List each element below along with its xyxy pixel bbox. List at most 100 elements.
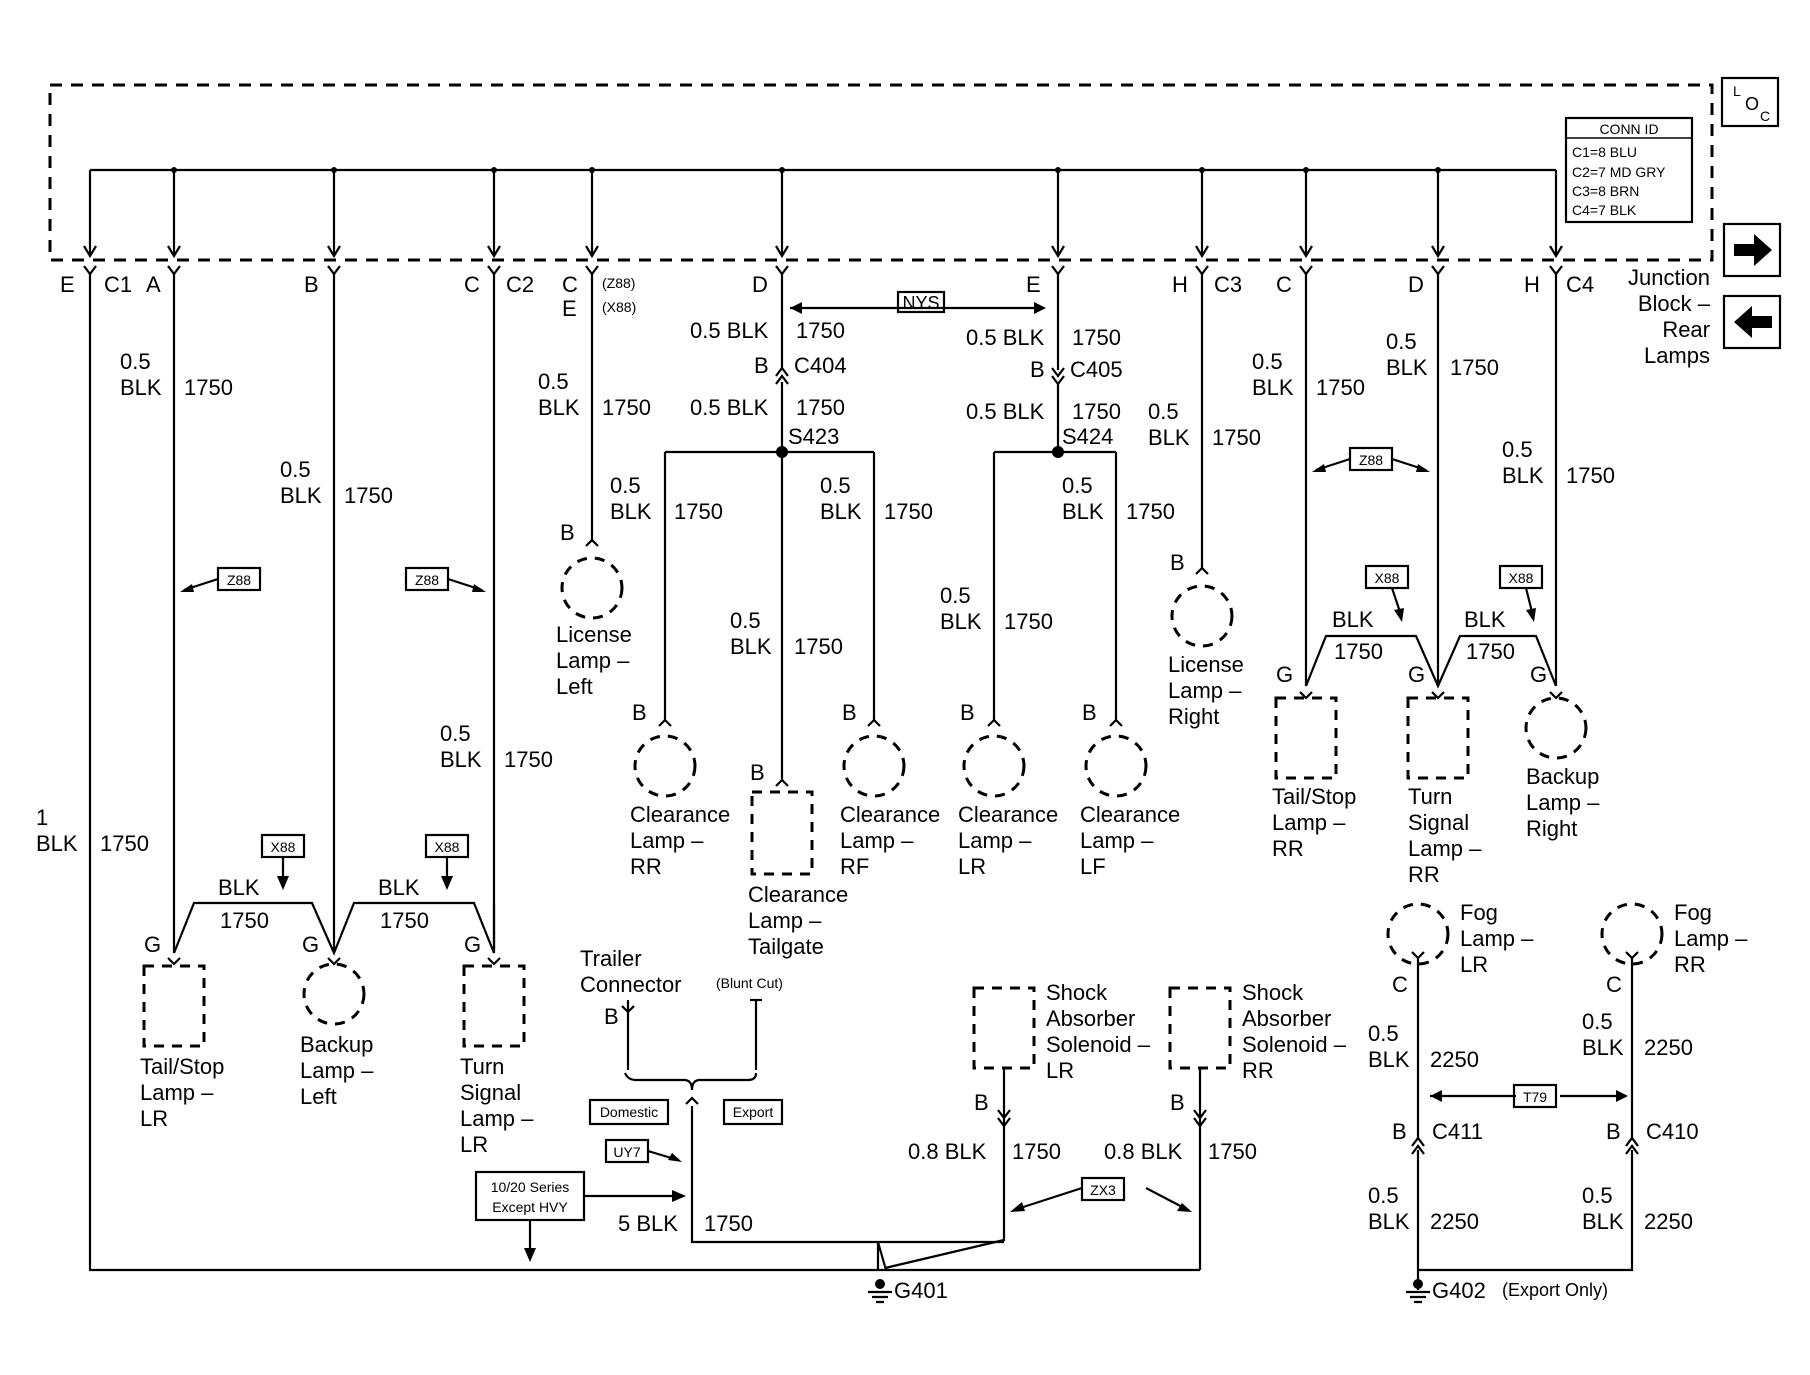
svg-text:ZX3: ZX3 bbox=[1090, 1182, 1116, 1198]
svg-text:RF: RF bbox=[840, 854, 869, 879]
svg-text:H: H bbox=[1172, 272, 1188, 297]
svg-text:Lamp –: Lamp – bbox=[1460, 926, 1534, 951]
svg-text:NYS: NYS bbox=[902, 293, 939, 313]
inline-connectors bbox=[685, 366, 1639, 1155]
svg-text:Solenoid –: Solenoid – bbox=[1242, 1032, 1347, 1057]
svg-text:BLK: BLK bbox=[1252, 375, 1294, 400]
svg-text:D: D bbox=[752, 272, 768, 297]
license-lamp-right: B License Lamp – Right bbox=[1168, 550, 1244, 729]
svg-text:License: License bbox=[556, 622, 632, 647]
svg-text:B: B bbox=[1082, 700, 1097, 725]
svg-text:B: B bbox=[842, 700, 857, 725]
conn-id-c1: C1=8 BLU bbox=[1572, 144, 1637, 160]
backup-lamp-right: G Backup Lamp – Right bbox=[1524, 662, 1600, 841]
next-page-button[interactable] bbox=[1722, 222, 1782, 278]
internal-bus bbox=[83, 167, 1563, 259]
splice-s424 bbox=[1052, 446, 1064, 458]
svg-text:BLK: BLK bbox=[378, 875, 420, 900]
arrow-left-icon bbox=[1734, 306, 1772, 338]
svg-text:1750: 1750 bbox=[1450, 355, 1499, 380]
svg-text:Lamp –: Lamp – bbox=[630, 828, 704, 853]
svg-text:C: C bbox=[464, 272, 480, 297]
svg-text:1750: 1750 bbox=[1072, 399, 1121, 424]
svg-text:LR: LR bbox=[460, 1132, 488, 1157]
svg-text:Lamp –: Lamp – bbox=[556, 648, 630, 673]
svg-text:1750: 1750 bbox=[1208, 1139, 1257, 1164]
svg-text:C4: C4 bbox=[1566, 272, 1594, 297]
svg-text:Right: Right bbox=[1526, 816, 1577, 841]
loc-o: O bbox=[1745, 94, 1759, 114]
svg-text:BLK: BLK bbox=[1386, 355, 1428, 380]
svg-text:1: 1 bbox=[36, 805, 48, 830]
svg-text:H: H bbox=[1524, 272, 1540, 297]
svg-text:B: B bbox=[974, 1090, 989, 1115]
svg-text:Tailgate: Tailgate bbox=[748, 934, 824, 959]
ground-g402: G402 (Export Only) bbox=[1406, 1278, 1608, 1304]
shock-absorber-solenoid-lr: Shock Absorber Solenoid – LR B bbox=[972, 980, 1151, 1115]
turn-signal-lamp-lr: G Turn Signal Lamp – LR bbox=[460, 932, 534, 1157]
svg-text:0.8 BLK: 0.8 BLK bbox=[908, 1139, 987, 1164]
svg-text:BLK: BLK bbox=[218, 875, 260, 900]
svg-text:C411: C411 bbox=[1432, 1119, 1483, 1144]
clearance-lamp-rr: B Clearance Lamp – RR bbox=[630, 700, 730, 879]
svg-text:A: A bbox=[146, 272, 161, 297]
svg-text:0.5 BLK: 0.5 BLK bbox=[966, 399, 1045, 424]
svg-text:B: B bbox=[304, 272, 319, 297]
svg-text:1750: 1750 bbox=[344, 483, 393, 508]
svg-text:Lamp –: Lamp – bbox=[140, 1080, 214, 1105]
svg-text:Signal: Signal bbox=[1408, 810, 1469, 835]
svg-text:B: B bbox=[960, 700, 975, 725]
svg-text:RR: RR bbox=[1242, 1058, 1274, 1083]
svg-text:B: B bbox=[1392, 1119, 1407, 1144]
svg-text:0.5: 0.5 bbox=[1582, 1183, 1613, 1208]
svg-text:BLK: BLK bbox=[1368, 1047, 1410, 1072]
wire-labels: 0.5 BLK 1750 0.5 BLK 1750 0.5 BLK 1750 0… bbox=[36, 318, 1693, 1236]
svg-text:C: C bbox=[1276, 272, 1292, 297]
svg-text:(X88): (X88) bbox=[602, 299, 636, 315]
conn-id-c2: C2=7 MD GRY bbox=[1572, 164, 1666, 180]
svg-text:0.5: 0.5 bbox=[940, 583, 971, 608]
svg-text:0.5: 0.5 bbox=[440, 721, 471, 746]
svg-text:BLK: BLK bbox=[1464, 607, 1506, 632]
svg-text:Lamp –: Lamp – bbox=[300, 1058, 374, 1083]
svg-text:1750: 1750 bbox=[674, 499, 723, 524]
svg-text:2250: 2250 bbox=[1644, 1209, 1693, 1234]
svg-text:Z88: Z88 bbox=[227, 572, 251, 588]
svg-text:G401: G401 bbox=[894, 1278, 948, 1303]
svg-text:BLK: BLK bbox=[36, 831, 78, 856]
svg-text:1750: 1750 bbox=[1466, 639, 1515, 664]
svg-text:BLK: BLK bbox=[610, 499, 652, 524]
svg-text:0.5: 0.5 bbox=[280, 457, 311, 482]
svg-text:BLK: BLK bbox=[940, 609, 982, 634]
tail-stop-lamp-lr: G Tail/Stop Lamp – LR bbox=[140, 932, 224, 1131]
conn-id-title: CONN ID bbox=[1599, 121, 1658, 137]
svg-text:1750: 1750 bbox=[1316, 375, 1365, 400]
svg-text:Lamp –: Lamp – bbox=[1674, 926, 1748, 951]
loc-icon: L O C bbox=[1720, 76, 1780, 128]
svg-text:0.5 BLK: 0.5 BLK bbox=[690, 318, 769, 343]
svg-text:G: G bbox=[1276, 662, 1293, 687]
svg-text:1750: 1750 bbox=[796, 318, 845, 343]
svg-text:0.5: 0.5 bbox=[1582, 1009, 1613, 1034]
previous-page-button[interactable] bbox=[1722, 294, 1782, 350]
shock-absorber-solenoid-rr: Shock Absorber Solenoid – RR B bbox=[1168, 980, 1347, 1115]
svg-text:BLK: BLK bbox=[1332, 607, 1374, 632]
svg-text:BLK: BLK bbox=[1368, 1209, 1410, 1234]
svg-text:Tail/Stop: Tail/Stop bbox=[140, 1054, 224, 1079]
svg-text:Connector: Connector bbox=[580, 972, 682, 997]
svg-text:Lamps: Lamps bbox=[1644, 343, 1710, 368]
svg-text:Shock: Shock bbox=[1242, 980, 1304, 1005]
conn-id-c3: C3=8 BRN bbox=[1572, 183, 1639, 199]
svg-text:B: B bbox=[632, 700, 647, 725]
ground-g401: G401 bbox=[868, 1278, 948, 1304]
svg-text:Absorber: Absorber bbox=[1046, 1006, 1135, 1031]
svg-text:1750: 1750 bbox=[380, 908, 429, 933]
svg-text:Fog: Fog bbox=[1674, 900, 1712, 925]
svg-text:B: B bbox=[750, 760, 765, 785]
junction-block-name: Junction Block – Rear Lamps bbox=[1628, 265, 1711, 368]
svg-text:C: C bbox=[1392, 972, 1408, 997]
tail-stop-lamp-rr: G Tail/Stop Lamp – RR bbox=[1272, 662, 1356, 861]
svg-text:S423: S423 bbox=[788, 424, 839, 449]
svg-text:Lamp –: Lamp – bbox=[1408, 836, 1482, 861]
